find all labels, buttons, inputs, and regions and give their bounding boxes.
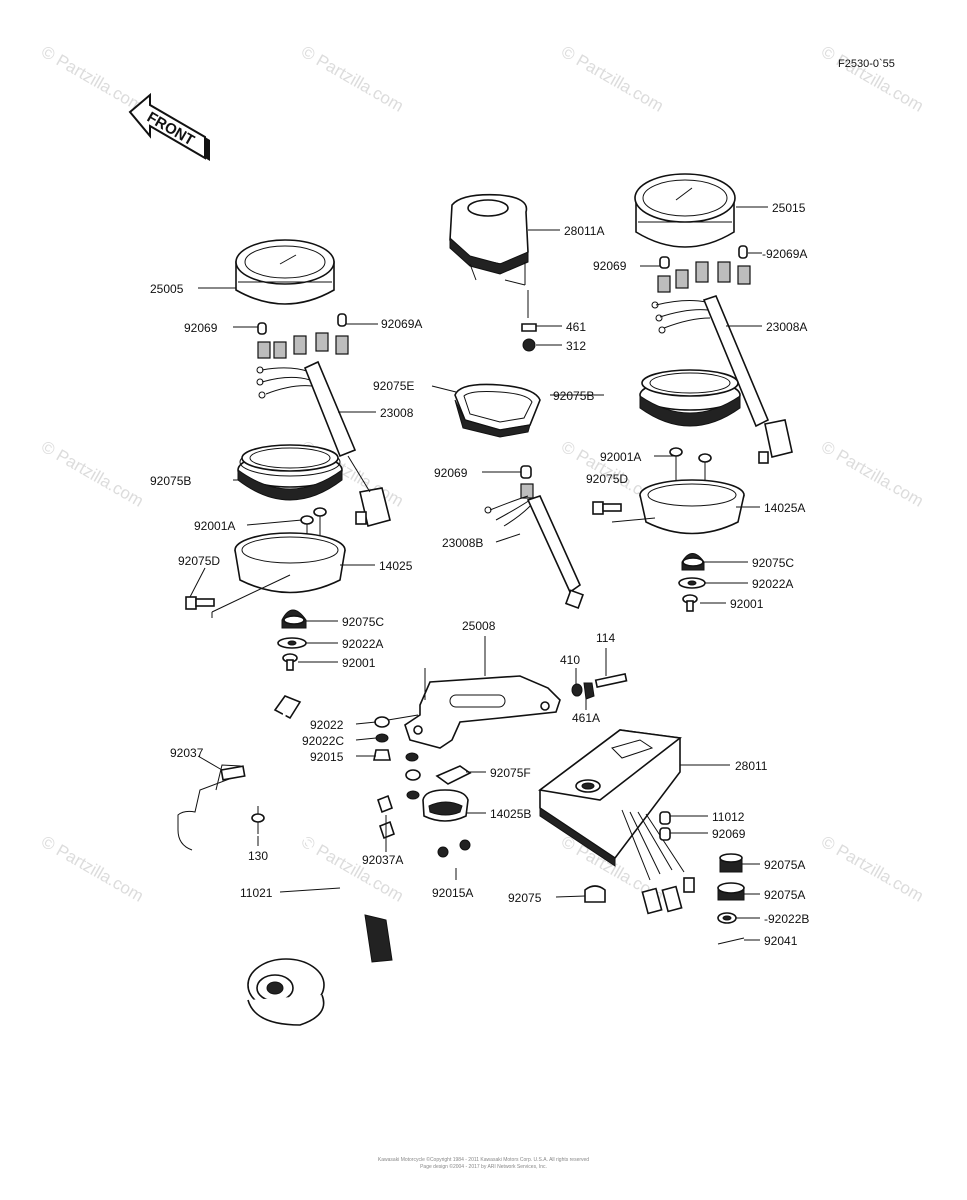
part-label: 14025 xyxy=(379,559,413,573)
part-label: 92022A xyxy=(752,577,793,591)
part-label: 114 xyxy=(596,631,615,645)
part-label: 92037A xyxy=(362,853,403,867)
part-label: 92041 xyxy=(764,934,798,948)
front-arrow-icon: FRONT xyxy=(128,92,210,161)
part-label: 312 xyxy=(566,339,586,353)
part-label: 92069A xyxy=(381,317,422,331)
watermark: © Partzilla.com xyxy=(38,832,147,906)
part-label: 92075 xyxy=(508,891,542,905)
part-label: 23008B xyxy=(442,536,483,550)
copyright-footer: Kawasaki Motorcycle ©Copyright 1984 - 20… xyxy=(0,1157,967,1171)
part-label: 11021 xyxy=(240,886,273,900)
meter-case-cup-icon xyxy=(611,479,745,535)
wiring-harness-icon xyxy=(484,465,584,609)
copyright-line: Kawasaki Motorcycle ©Copyright 1984 - 20… xyxy=(377,1157,590,1163)
speedometer-meter-icon xyxy=(235,239,335,305)
watermark: © Partzilla.com xyxy=(298,42,407,116)
wiring-harness-icon xyxy=(256,360,391,527)
meter-cushion-ring-icon xyxy=(639,369,741,427)
part-label: 92075D xyxy=(178,554,220,568)
indicator-bulbs-icon xyxy=(657,245,751,293)
part-label: 23008 xyxy=(380,406,414,420)
part-label: -92069A xyxy=(762,247,807,261)
indicator-assembly xyxy=(449,193,584,609)
indicator-panel-assembly xyxy=(538,729,745,945)
part-label: 92075A xyxy=(764,888,805,902)
watermark: © Partzilla.com xyxy=(558,42,667,116)
watermark: © Partzilla.com xyxy=(818,437,927,511)
part-label: 410 xyxy=(560,653,580,667)
leader-lines xyxy=(189,206,768,941)
part-label: 92075C xyxy=(342,615,384,629)
part-label: 92069 xyxy=(434,466,468,480)
part-label: 92069 xyxy=(712,827,746,841)
grommet-icon xyxy=(281,609,307,629)
indicator-bulbs-icon xyxy=(257,313,349,359)
bolt-icon xyxy=(592,501,622,515)
part-label: 25015 xyxy=(772,201,806,215)
washer-icon xyxy=(678,577,706,589)
part-label: 92022 xyxy=(310,718,344,732)
part-label: 92015 xyxy=(310,750,344,764)
part-labels: 25015 28011A 25005 -92069A 92069 461 312… xyxy=(150,201,809,948)
part-label: 92075D xyxy=(586,472,628,486)
figure-code: F2530-0`55 xyxy=(838,58,895,70)
nut-icon xyxy=(521,323,537,352)
part-label: 92001 xyxy=(730,597,764,611)
part-label: 92001 xyxy=(342,656,376,670)
part-label: 92015A xyxy=(432,886,473,900)
tachometer-meter-icon xyxy=(634,173,736,248)
bolt-icon xyxy=(185,596,215,610)
part-label: 92075B xyxy=(150,474,191,488)
meter-case-cup-icon xyxy=(211,532,346,618)
part-label: 11012 xyxy=(712,810,745,824)
meter-cushion-ring-icon xyxy=(237,444,343,501)
part-label: -92022B xyxy=(764,912,809,926)
part-label: 92075C xyxy=(752,556,794,570)
indicator-housing-icon xyxy=(449,193,529,318)
part-label: 92075F xyxy=(490,766,531,780)
part-label: 461 xyxy=(566,320,586,334)
grommet-icon xyxy=(681,553,705,571)
watermark: © Partzilla.com xyxy=(298,832,407,906)
tachometer-assembly xyxy=(592,173,793,612)
copyright-line: Page design ©2004 - 2017 by ARI Network … xyxy=(420,1164,547,1170)
watermark: © Partzilla.com xyxy=(38,42,147,116)
speedometer-assembly xyxy=(185,239,391,671)
part-label: 92001A xyxy=(194,519,235,533)
watermark: © Partzilla.com xyxy=(38,437,147,511)
bolt-icon xyxy=(682,594,698,612)
watermark: © Partzilla.com xyxy=(818,42,927,116)
part-label: 28011 xyxy=(735,759,768,773)
part-label: 92022C xyxy=(302,734,344,748)
part-label: 92075B xyxy=(553,389,594,403)
part-label: 92022A xyxy=(342,637,383,651)
part-label: 14025B xyxy=(490,807,531,821)
bolt-icon xyxy=(282,653,298,671)
speedometer-cable-icon xyxy=(247,695,393,1026)
meter-bracket-assembly xyxy=(373,668,628,858)
part-label: 92001A xyxy=(600,450,641,464)
part-label: 25005 xyxy=(150,282,184,296)
part-label: 28011A xyxy=(564,224,604,238)
part-label: 461A xyxy=(572,711,600,725)
part-label: 92069 xyxy=(184,321,218,335)
part-label: 92075A xyxy=(764,858,805,872)
part-label: 130 xyxy=(248,849,268,863)
front-arrow-label: FRONT xyxy=(144,109,197,150)
part-label: 92037 xyxy=(170,746,204,760)
part-label: 92075E xyxy=(373,379,414,393)
cable-bracket-icon xyxy=(177,764,265,851)
part-label: 92069 xyxy=(593,259,627,273)
clamp-icon xyxy=(377,794,393,848)
watermark: © Partzilla.com xyxy=(818,832,927,906)
rubber-cushion-icon xyxy=(454,383,541,438)
part-label: 14025A xyxy=(764,501,805,515)
washer-icon xyxy=(277,637,307,649)
part-label: 25008 xyxy=(462,619,496,633)
part-label: 23008A xyxy=(766,320,807,334)
